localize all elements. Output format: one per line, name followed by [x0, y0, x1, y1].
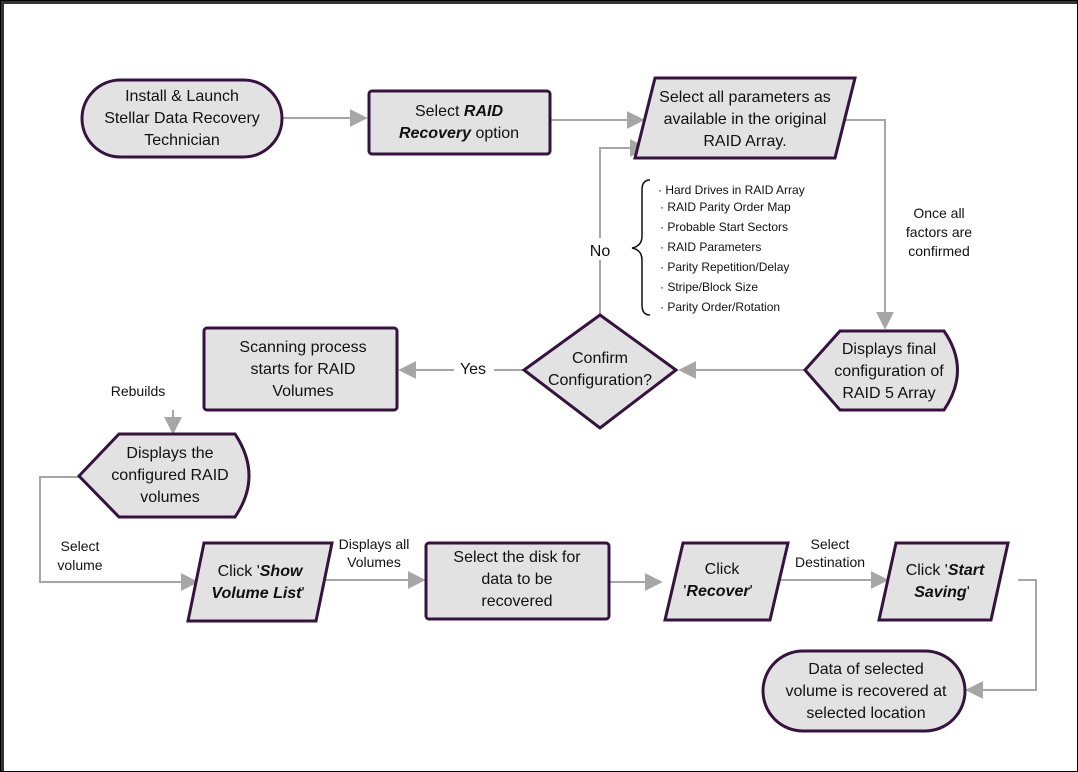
node-start-saving [877, 541, 1010, 622]
select-raid-label-1: Select RAID [415, 103, 503, 120]
show-list-label-1: Click 'Show [218, 563, 304, 580]
param-item: · Parity Repetition/Delay [660, 260, 789, 274]
install-label-3: Technician [144, 132, 220, 149]
confirm-label-2: Configuration? [548, 372, 652, 389]
data-recovered-label-1: Data of selected [808, 661, 924, 678]
once-all-label-2: factors are [906, 224, 972, 240]
display-volumes-label-1: Displays the [126, 445, 213, 462]
recover-label-1: Click [705, 561, 741, 578]
param-item: · Hard Drives in RAID Array [658, 183, 805, 197]
once-all-label-1: Once all [913, 205, 964, 221]
params-label-3: RAID Array. [703, 133, 786, 150]
node-install-launch [80, 78, 284, 159]
select-disk-label-3: recovered [481, 593, 552, 610]
param-item: · Stripe/Block Size [660, 280, 758, 294]
show-list-label-2: Volume List' [211, 585, 304, 602]
select-raid-label-2: Recovery option [399, 125, 519, 142]
display-volumes-label-2: configured RAID [111, 467, 228, 484]
node-show-volume-list [186, 541, 334, 623]
param-item: · RAID Parameters [660, 240, 761, 254]
node-select-raid-recovery [367, 89, 552, 156]
select-destination-label-2: Destination [795, 554, 865, 570]
scanning-label-2: starts for RAID [251, 361, 356, 378]
edge-params-to-display-final [835, 119, 894, 330]
select-destination-label-1: Select [811, 536, 850, 552]
displays-all-label-1: Displays all [339, 536, 410, 552]
param-item: · Probable Start Sectors [660, 220, 788, 234]
start-saving-label-1: Click 'Start [906, 562, 985, 579]
displays-all-label-2: Volumes [347, 554, 401, 570]
scanning-label-3: Volumes [272, 383, 333, 400]
edge-labels: Once all factors are confirmed No Yes Re… [57, 205, 972, 573]
node-display-raid-volumes [76, 432, 251, 519]
rebuilds-label: Rebuilds [111, 383, 165, 399]
params-label-1: Select all parameters as [659, 89, 831, 106]
data-recovered-label-3: selected location [806, 705, 925, 722]
display-final-label-1: Displays final [842, 341, 936, 358]
node-recover [663, 541, 790, 622]
install-label-2: Stellar Data Recovery [104, 110, 260, 127]
display-final-label-2: configuration of [834, 363, 944, 380]
select-volume-label-1: Select [61, 538, 100, 554]
node-select-parameters [633, 76, 857, 160]
node-labels: Install & Launch Stellar Data Recovery T… [104, 88, 985, 722]
node-select-disk [424, 541, 611, 621]
select-disk-label-2: data to be [481, 571, 552, 588]
no-label: No [590, 243, 611, 260]
yes-label: Yes [460, 361, 486, 378]
install-label-1: Install & Launch [125, 88, 239, 105]
data-recovered-label-2: volume is recovered at [786, 683, 948, 700]
edge-display-volumes-to-show-list [39, 476, 199, 591]
confirm-label-1: Confirm [572, 350, 628, 367]
once-all-label-3: confirmed [908, 243, 969, 259]
start-saving-label-2: Saving' [914, 584, 970, 601]
curly-brace [631, 179, 651, 316]
yes-label-bg [454, 358, 494, 380]
param-item: · Parity Order/Rotation [660, 300, 780, 314]
node-scanning-process [202, 326, 399, 412]
param-item: · RAID Parity Order Map [660, 200, 791, 214]
node-confirm-configuration [521, 313, 679, 430]
node-data-recovered [761, 649, 967, 733]
edge-start-saving-to-data-recovered [965, 579, 1037, 699]
nodes [76, 76, 1010, 733]
recover-label-2: 'Recover' [683, 583, 752, 600]
params-label-2: available in the original [664, 111, 827, 128]
edge-confirm-no-to-params [599, 139, 648, 315]
display-volumes-label-3: volumes [140, 489, 200, 506]
select-disk-label-1: Select the disk for [453, 549, 581, 566]
node-display-final-config [802, 329, 959, 412]
select-volume-label-2: volume [57, 557, 102, 573]
no-label-bg [584, 238, 616, 260]
scanning-label-1: Scanning process [239, 339, 366, 356]
display-final-label-3: RAID 5 Array [842, 385, 935, 402]
parameter-list: · Hard Drives in RAID Array · RAID Parit… [658, 183, 805, 314]
